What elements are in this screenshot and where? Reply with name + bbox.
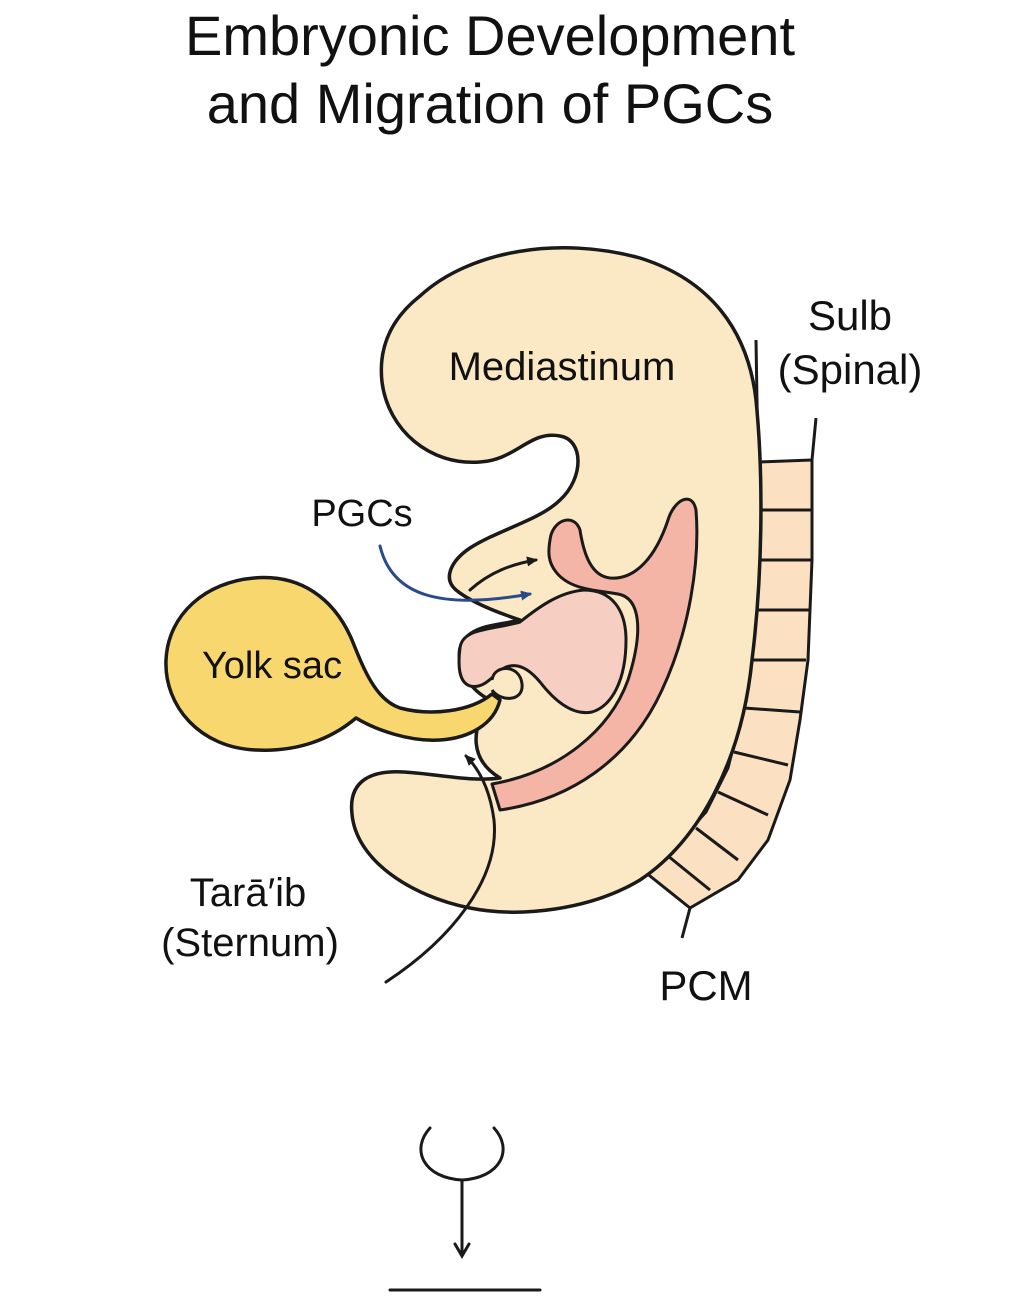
- female-venus-like-symbol-icon: [388, 1126, 542, 1292]
- vertebral-column: [638, 339, 818, 939]
- label-taraib-translation: (Sternum): [161, 921, 339, 965]
- label-sulb-translation: (Spinal): [778, 346, 923, 393]
- title-line-1: Embryonic Development: [184, 4, 796, 67]
- pgc-arrow-lower: [378, 544, 532, 602]
- label-taraib-name: Tarā′ib: [190, 871, 306, 915]
- gonadal-ridge: [457, 588, 628, 715]
- title-line-2: and Migration of PGCs: [206, 72, 774, 135]
- allantois-loop: [490, 667, 524, 700]
- label-mediastinum: Mediastinum: [449, 345, 676, 389]
- gut-tube: [490, 497, 699, 812]
- label-yolk-sac: Yolk sac: [202, 645, 342, 687]
- spinal-cord-tail: [680, 907, 692, 939]
- page-title: Embryonic Development and Migration of P…: [0, 2, 980, 138]
- label-pgcs: PGCs: [311, 493, 412, 535]
- embryo-body: [349, 246, 763, 914]
- pgc-arrow-upper: [468, 556, 538, 592]
- vertebra-dividers: [667, 508, 812, 892]
- label-pcm: PCM: [659, 962, 752, 1009]
- pgc-migration-arrows: [378, 544, 538, 602]
- yolk-sac: [164, 575, 502, 752]
- label-sulb-name: Sulb: [808, 292, 892, 339]
- taraib-arrow: [384, 754, 496, 984]
